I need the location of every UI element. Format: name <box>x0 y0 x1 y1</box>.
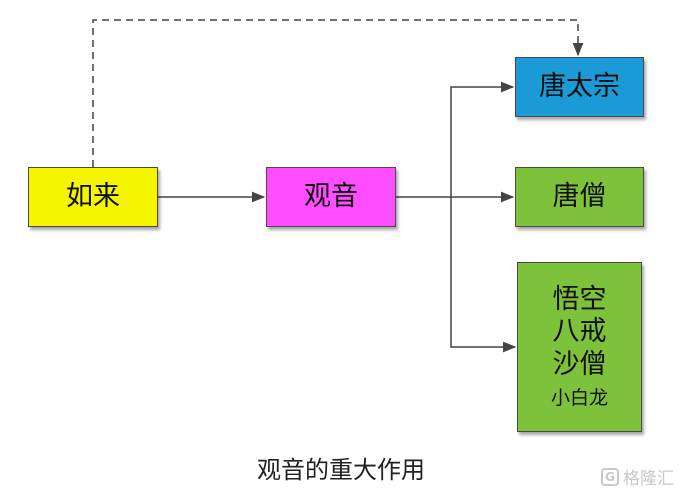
node-rulai: 如来 <box>28 167 158 227</box>
arrow-guanyin-to-disciples <box>450 197 517 353</box>
disciple-bajie: 八戒 <box>552 316 607 348</box>
node-guanyin-label: 观音 <box>304 180 358 212</box>
dashed-arrow-rulai-to-taizong <box>92 19 584 167</box>
node-tangseng: 唐僧 <box>515 167 644 227</box>
disciple-shaseng: 沙僧 <box>552 348 607 380</box>
disciple-wukong: 悟空 <box>552 284 607 316</box>
watermark: G 格隆汇 <box>601 464 674 489</box>
node-disciples: 悟空 八戒 沙僧 小白龙 <box>517 262 642 432</box>
node-taizong: 唐太宗 <box>515 57 644 117</box>
arrow-guanyin-to-taizong <box>450 81 515 197</box>
disciple-xiaobailong: 小白龙 <box>550 387 608 410</box>
node-guanyin: 观音 <box>266 167 396 227</box>
node-taizong-label: 唐太宗 <box>539 70 620 102</box>
gelonghui-logo-icon: G <box>601 467 619 486</box>
figure-caption: 观音的重大作用 <box>257 456 425 484</box>
node-tangseng-label: 唐僧 <box>552 180 607 212</box>
node-rulai-label: 如来 <box>66 180 120 212</box>
watermark-text: 格隆汇 <box>623 469 674 489</box>
